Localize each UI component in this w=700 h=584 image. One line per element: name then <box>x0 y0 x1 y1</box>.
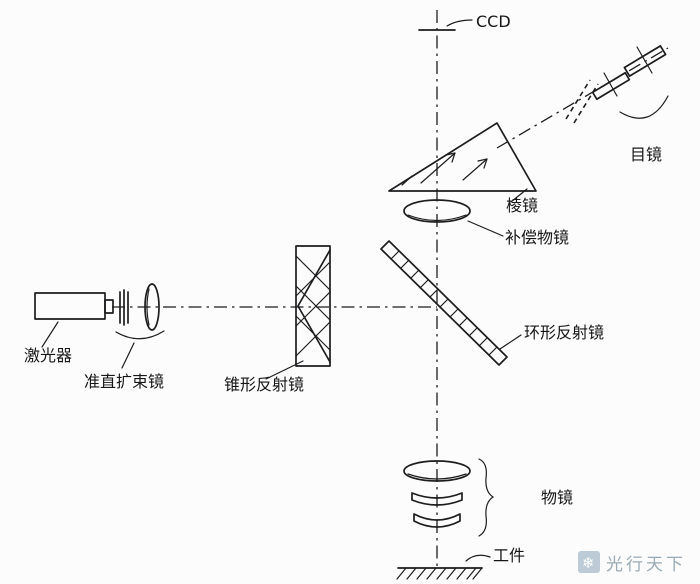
ccd-assembly: CCD <box>418 12 511 31</box>
prism-leader-line <box>510 188 528 203</box>
eyepiece-label: 目镜 <box>630 145 662 164</box>
cone-mirror-group: 锥形反射镜 <box>224 245 331 394</box>
annular-mirror-hatch <box>390 250 498 356</box>
eyepiece-group: 目镜 <box>565 45 669 164</box>
annular-mirror-group: 环形反射镜 <box>380 240 604 366</box>
prism-ray-1-arrowhead <box>445 152 456 163</box>
beam-expander-grating <box>119 289 129 326</box>
cone-mirror-hatch <box>295 255 331 357</box>
watermark-logo-box <box>578 551 600 573</box>
compensation-objective-label: 补偿物镜 <box>505 228 569 247</box>
eyepiece-lens-2-shade <box>636 46 653 74</box>
annular-mirror-label: 环形反射镜 <box>524 323 604 342</box>
prism-ray-3 <box>401 175 413 186</box>
eyepiece-reticle-dashed <box>565 79 591 120</box>
optical-axes <box>112 10 669 570</box>
beam-expander-label: 准直扩束镜 <box>84 372 164 391</box>
compensation-objective-lens <box>403 199 471 223</box>
prism-ray-2 <box>462 158 488 181</box>
workpiece-label: 工件 <box>493 546 525 565</box>
compensation-objective-inner-arc <box>407 214 467 222</box>
ccd-leader-line <box>446 19 473 27</box>
prism-triangle <box>388 122 537 192</box>
beam-expander-lens <box>144 283 160 331</box>
objective-brace <box>478 458 495 537</box>
watermark: ❄ 光行天下 <box>578 551 686 575</box>
eyepiece-lens-1-shade <box>603 72 618 97</box>
cone-mirror-label: 锥形反射镜 <box>224 375 304 394</box>
laser-body <box>34 292 106 320</box>
workpiece-group: 工件 <box>396 546 525 580</box>
eyepiece-axis-line <box>496 47 669 149</box>
prism-label: 棱镜 <box>506 196 538 215</box>
snowflake-icon: ❄ <box>582 554 595 572</box>
objective-lens-bottom <box>413 513 461 528</box>
beam-expander-lens-shade <box>146 288 150 326</box>
compensation-objective-leader <box>467 220 504 237</box>
prism-ray-1 <box>420 152 456 184</box>
laser-group: 激光器 <box>24 292 114 365</box>
objective-lens-middle <box>411 492 463 506</box>
laser-leader <box>41 321 59 348</box>
beam-expander-brace <box>115 330 165 340</box>
annular-mirror-leader <box>499 334 522 350</box>
annular-mirror-slab <box>380 240 508 366</box>
beam-expander-leader <box>121 342 135 369</box>
cone-mirror-apex-lines <box>297 249 331 363</box>
ccd-label: CCD <box>476 12 511 31</box>
objective-group: 物镜 <box>403 458 573 537</box>
objective-lens-top-inner <box>407 473 467 480</box>
beam-expander-group: 准直扩束镜 <box>84 283 165 391</box>
workpiece-leader <box>465 554 491 562</box>
eyepiece-brace <box>619 95 669 119</box>
prism-ray-2-arrowhead <box>477 158 488 169</box>
compensation-objective-group: 补偿物镜 <box>403 199 569 247</box>
objective-label: 物镜 <box>541 488 573 507</box>
workpiece-hatch <box>396 567 483 580</box>
cone-mirror-body <box>295 245 331 367</box>
laser-label: 激光器 <box>24 346 72 365</box>
objective-lens-top <box>403 460 471 482</box>
cone-mirror-leader <box>265 360 304 380</box>
prism-group: 棱镜 <box>388 122 538 215</box>
laser-aperture <box>104 299 114 314</box>
watermark-text: 光行天下 <box>606 555 686 575</box>
eyepiece-reticle-dashed-2 <box>573 83 599 124</box>
